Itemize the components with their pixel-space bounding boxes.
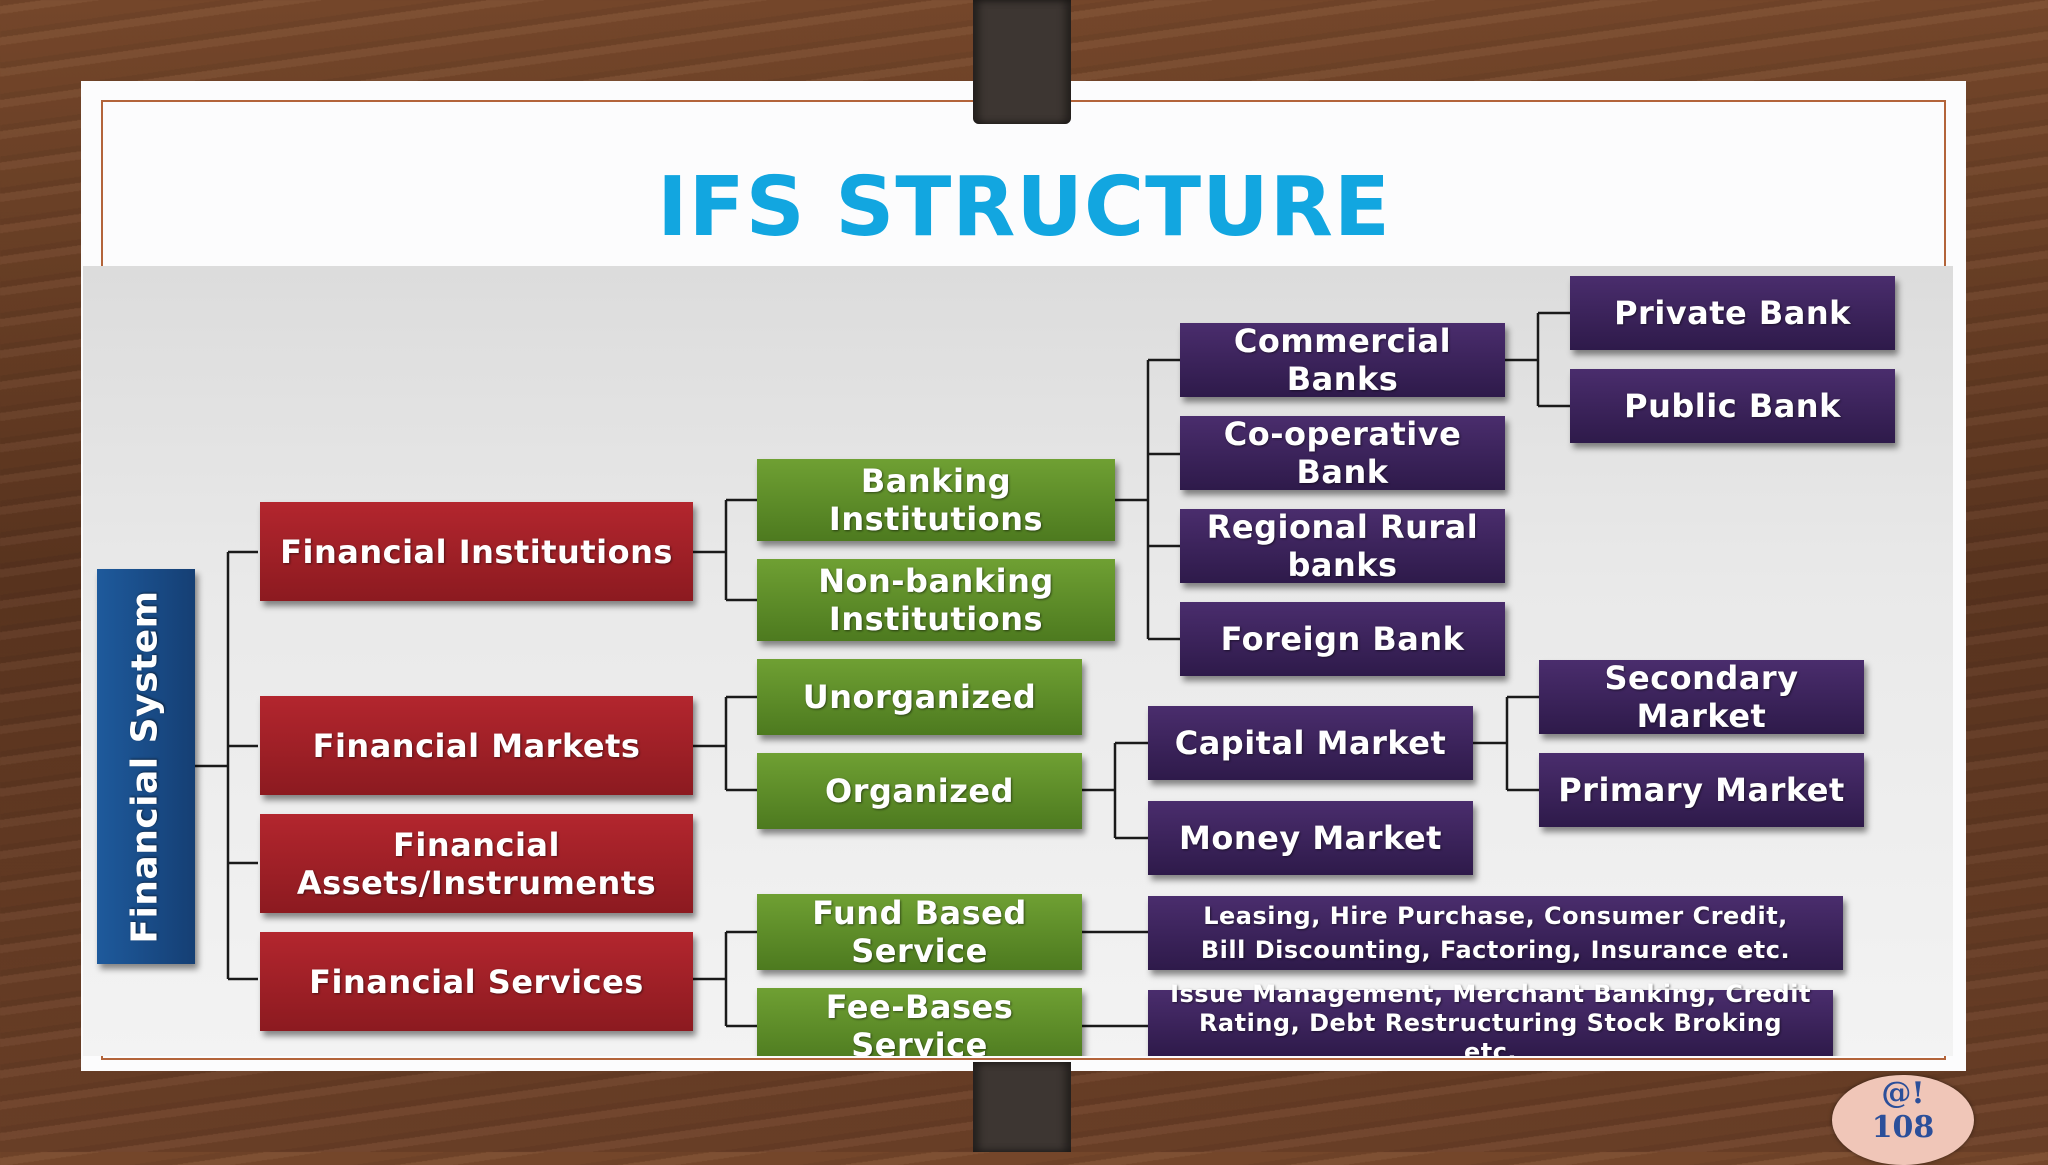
node-foreign-bank: Foreign Bank [1180,602,1505,676]
node-financial-markets: Financial Markets [260,696,693,795]
node-financial-assets: Financial Assets/Instruments [260,814,693,913]
node-financial-services: Financial Services [260,932,693,1031]
node-fee-based-service: Fee-Bases Service [757,988,1082,1056]
node-secondary-market: Secondary Market [1539,659,1864,735]
node-money-market: Money Market [1148,801,1473,875]
node-financial-system-label: Financial System [125,589,167,944]
binder-strap-bottom [973,1062,1071,1152]
node-banking-institutions: Banking Institutions [757,459,1115,541]
node-capital-market: Capital Market [1148,706,1473,780]
node-organized: Organized [757,753,1082,829]
node-primary-market: Primary Market [1539,753,1864,827]
node-fund-based-service: Fund Based Service [757,894,1082,970]
node-regional-rural-banks: Regional Rural banks [1180,508,1505,584]
diagram-panel: Financial System Financial Institutions … [83,266,1953,1056]
connector-lines [195,311,1570,1028]
node-financial-institutions: Financial Institutions [260,502,693,601]
badge-number: 108 [1871,1110,1935,1145]
node-non-banking-institutions: Non-banking Institutions [757,559,1115,641]
slide-title: IFS STRUCTURE [657,160,1391,255]
badge-symbol: @! [1881,1076,1925,1111]
node-cooperative-bank: Co-operative Bank [1180,415,1505,491]
node-commercial-banks: Commercial Banks [1180,322,1505,398]
page-number-badge: @! 108 [1832,1075,1974,1165]
node-private-bank: Private Bank [1570,276,1895,350]
binder-strap-top [973,0,1071,124]
node-financial-system: Financial System [97,569,195,964]
node-fund-based-detail: Leasing, Hire Purchase, Consumer Credit,… [1148,896,1843,970]
node-public-bank: Public Bank [1570,369,1895,443]
node-unorganized: Unorganized [757,659,1082,735]
node-fee-based-detail: Issue Management, Merchant Banking, Cred… [1148,980,1833,1056]
